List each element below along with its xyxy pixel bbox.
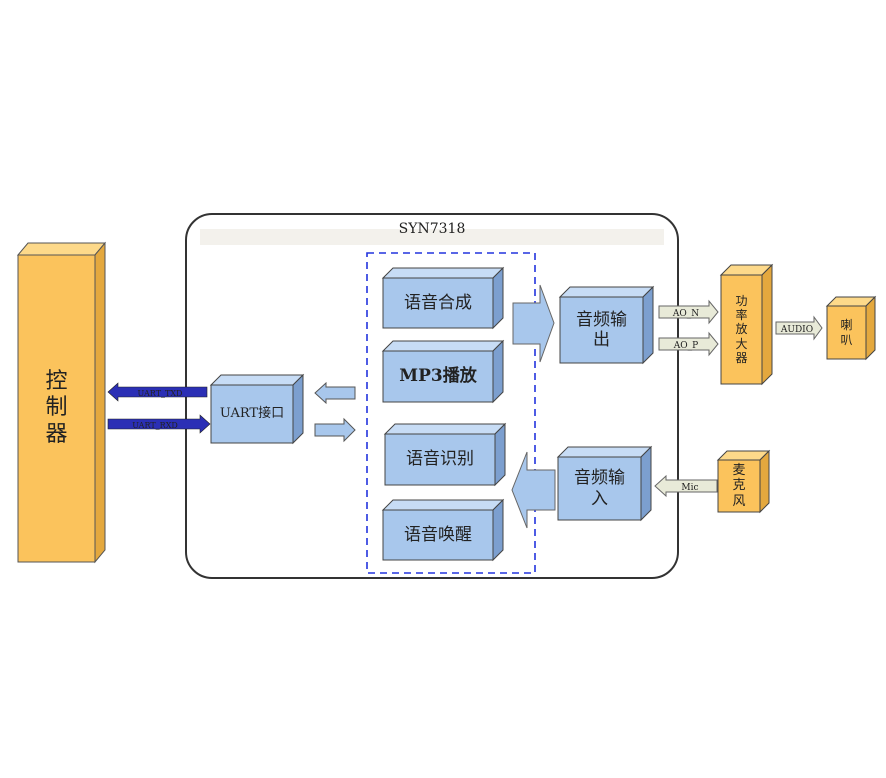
speaker-block	[825, 295, 877, 361]
wakeup-module	[381, 498, 505, 562]
audio-output-text: 音频输出	[576, 309, 627, 350]
output-big-arrow	[512, 284, 555, 363]
module-group-border	[366, 252, 536, 574]
audio-label: AUDIO	[780, 325, 813, 335]
uart-tx-label: UART_TXD	[138, 389, 183, 398]
audio-input-block	[556, 445, 653, 522]
chip-title: SYN7318	[399, 221, 466, 237]
microphone-text: 麦克风	[732, 462, 746, 509]
audio-arrow: AUDIO	[775, 315, 823, 341]
ao-n-label: AO_N	[672, 309, 699, 319]
tts-label: 语音合成	[383, 278, 493, 328]
speaker-label: 喇叭	[827, 306, 866, 359]
uart-interface-label: UART接口	[211, 385, 293, 443]
uart-rx-arrow: UART_RXD	[107, 414, 211, 434]
ao-n-arrow: AO_N	[658, 299, 719, 325]
uart-interface-text: UART接口	[219, 406, 285, 422]
audio-output-block	[558, 285, 655, 365]
uart-interface-block	[209, 373, 305, 445]
amplifier-label: 功率放大器	[721, 275, 762, 384]
mp3-label: MP3播放	[383, 351, 493, 402]
tts-module	[381, 266, 505, 330]
right-arrow	[314, 417, 356, 443]
microphone-label: 麦克风	[718, 460, 760, 512]
microphone-block	[716, 449, 771, 514]
audio-input-text: 音频输入	[574, 468, 625, 509]
amplifier-block	[719, 263, 774, 386]
uart-rx-label: UART_RXD	[132, 421, 178, 430]
mic-arrow: Mic	[654, 474, 718, 498]
uart-tx-arrow: UART_TXD	[107, 382, 208, 402]
ao-p-arrow: AO_P	[658, 331, 719, 357]
mic-label: Mic	[681, 483, 698, 493]
audio-input-label: 音频输入	[558, 457, 641, 520]
asr-label: 语音识别	[385, 434, 495, 485]
wakeup-text: 语音唤醒	[404, 524, 472, 545]
amplifier-text: 功率放大器	[735, 293, 748, 366]
controller-block	[16, 241, 107, 564]
mp3-text: MP3播放	[399, 366, 477, 387]
controller-text: 控制器	[45, 368, 68, 447]
audio-output-label: 音频输出	[560, 297, 643, 363]
speaker-text: 喇叭	[840, 318, 853, 347]
tts-text: 语音合成	[404, 292, 472, 313]
controller-label: 控制器	[18, 255, 95, 562]
asr-text: 语音识别	[406, 449, 474, 470]
asr-module	[383, 422, 507, 487]
ao-p-label: AO_P	[673, 341, 698, 351]
left-arrow	[314, 381, 356, 405]
mp3-module	[381, 339, 505, 404]
input-big-arrow	[511, 451, 556, 529]
wakeup-label: 语音唤醒	[383, 510, 493, 560]
